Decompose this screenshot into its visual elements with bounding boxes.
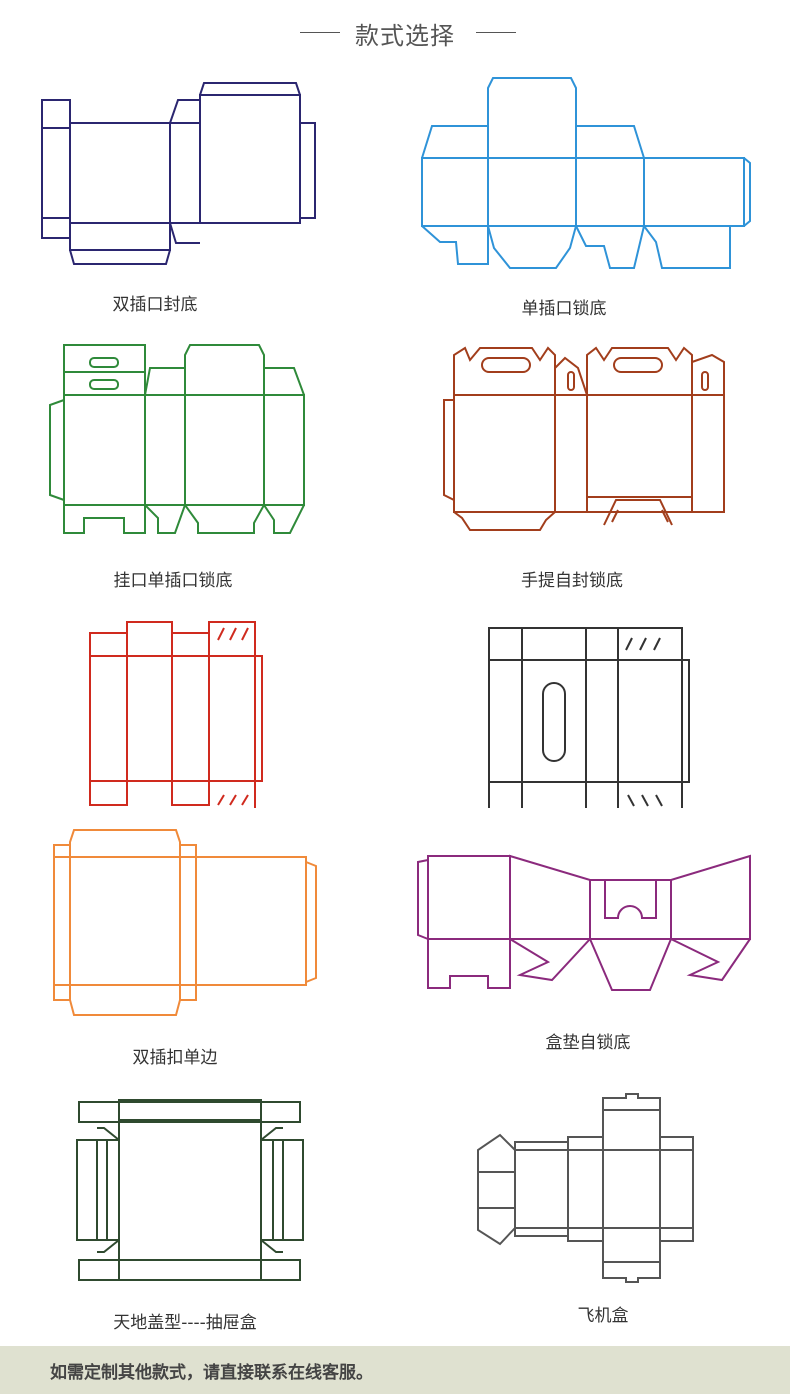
dieline-hang-tab-lock <box>49 344 305 534</box>
dieline-single-tuck-lock <box>421 77 751 269</box>
dieline-red-tuck <box>89 621 263 808</box>
dieline-double-tuck-single-side <box>53 829 317 1016</box>
style-label-2: 单插口锁底 <box>521 299 607 319</box>
section-header: 款式选择 <box>0 12 790 52</box>
dieline-pad-self-lock <box>417 854 751 991</box>
header-right-rule <box>476 32 516 33</box>
style-label-7: 双插扣单边 <box>132 1048 218 1068</box>
style-label-3: 挂口单插口锁底 <box>113 571 233 591</box>
style-label-8: 盒垫自锁底 <box>545 1033 631 1053</box>
style-label-9: 天地盖型----抽屉盒 <box>113 1313 257 1333</box>
style-label-1: 双插口封底 <box>112 295 198 315</box>
dieline-airplane-box <box>477 1093 694 1283</box>
dieline-handle-lock <box>443 346 725 531</box>
dieline-black-window <box>488 627 690 808</box>
footer-banner: 如需定制其他款式，请直接联系在线客服。 <box>0 1346 790 1394</box>
footer-text: 如需定制其他款式，请直接联系在线客服。 <box>50 1363 373 1383</box>
dieline-drawer-box <box>76 1099 304 1281</box>
section-title: 款式选择 <box>355 22 455 50</box>
header-left-rule <box>300 32 340 33</box>
dieline-double-tuck <box>41 82 316 265</box>
box-styles-diagram <box>41 77 751 1283</box>
style-label-4: 手提自封锁底 <box>521 571 623 591</box>
style-label-10: 飞机盒 <box>577 1306 629 1326</box>
